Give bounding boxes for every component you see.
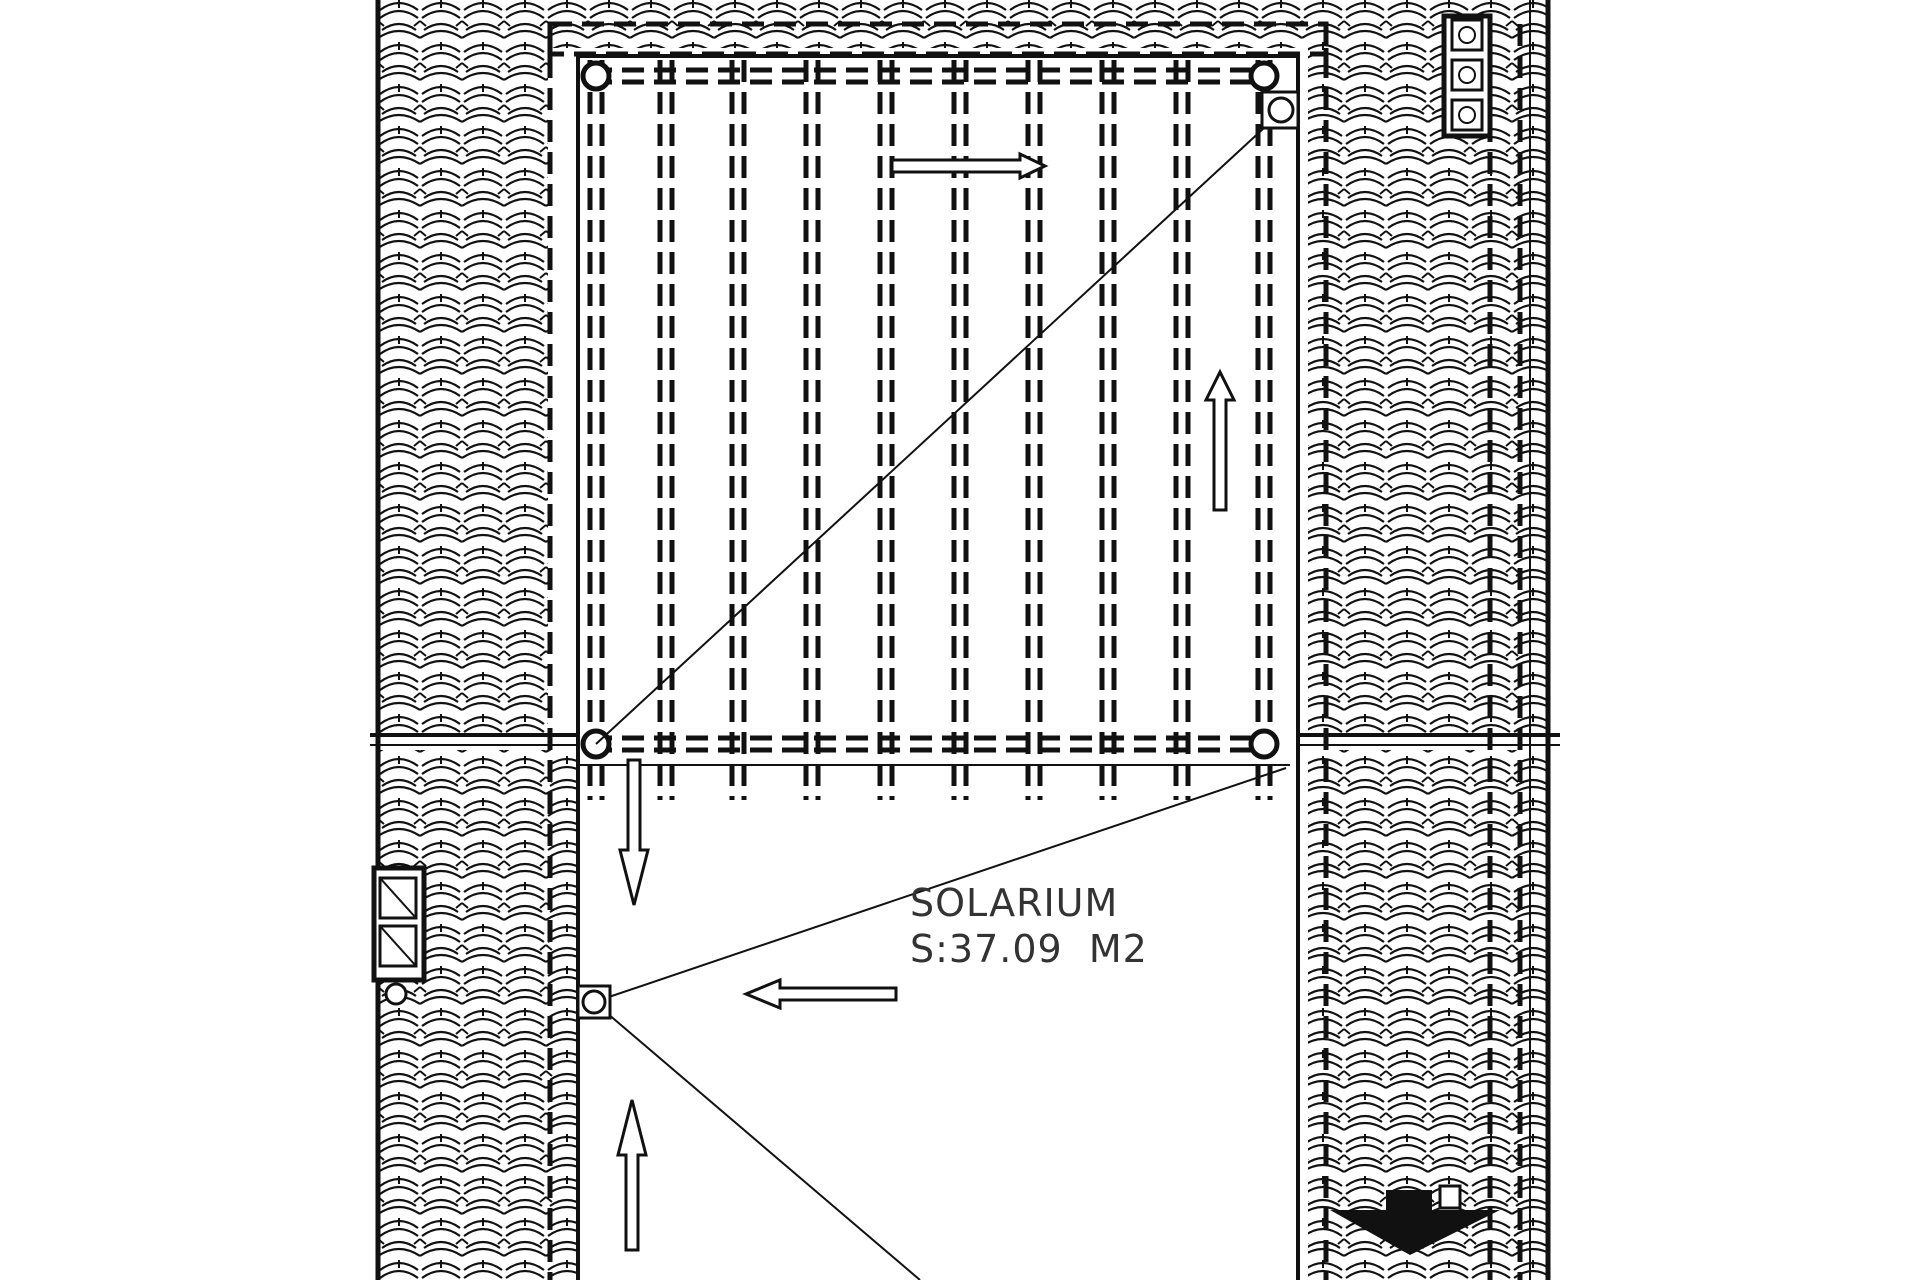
solid-arrow-down-icon <box>1330 1184 1500 1255</box>
column-markers <box>580 60 1280 760</box>
room-area-value: S:37.09 <box>910 927 1063 971</box>
room-area-unit: M2 <box>1088 927 1148 971</box>
roof-tiles-right-upper <box>1308 0 1548 735</box>
room-name: SOLARIUM <box>910 881 1119 925</box>
vent-boxes <box>371 13 1493 1006</box>
drain-circle-icon <box>576 90 1300 1020</box>
room-area: S:37.09 M2 <box>910 926 1148 972</box>
roof-tiles-top <box>548 0 1308 48</box>
slope-lines <box>593 127 1287 1280</box>
roof-tiles-left-lower <box>378 750 578 1280</box>
roof-tiles-left-upper <box>378 0 548 735</box>
open-arrow-icon <box>616 151 1237 1252</box>
beam-grid <box>587 60 1273 800</box>
room-label: SOLARIUM S:37.09 M2 <box>910 880 1148 972</box>
